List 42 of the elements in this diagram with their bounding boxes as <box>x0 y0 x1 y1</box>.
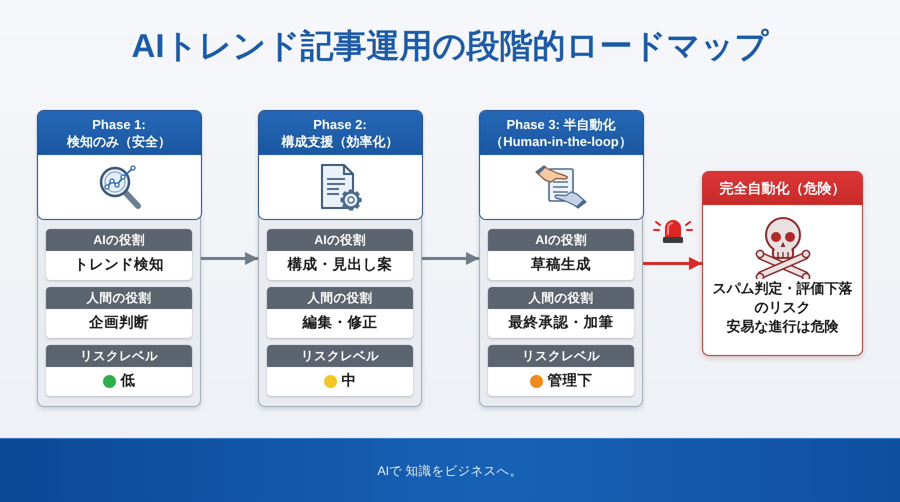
row-value: 中 <box>342 372 356 390</box>
row-value: 低 <box>120 372 136 390</box>
info-box <box>46 344 192 396</box>
row-value: 企画判断 <box>89 314 149 332</box>
phase-title: Phase 2: 構成支援（効率化） <box>258 110 422 154</box>
info-box <box>267 228 413 280</box>
row-value: トレンド検知 <box>74 256 164 274</box>
info-box <box>267 286 413 338</box>
row-heading: リスクレベル <box>488 344 634 366</box>
info-box <box>488 286 634 338</box>
row-value: 編集・修正 <box>302 314 378 332</box>
diagram-title: AIトレンド記事運用の段階的ロードマップ <box>132 26 768 66</box>
warning-title: 完全自動化（危険） <box>703 172 862 205</box>
row-value: 草稿生成 <box>531 256 591 274</box>
row-heading: リスクレベル <box>46 344 192 366</box>
info-box <box>267 344 413 396</box>
arrow <box>422 252 479 265</box>
info-box <box>488 344 634 396</box>
warning-text: 安易な進行は危険 <box>726 317 838 336</box>
info-box <box>46 228 192 280</box>
arrow <box>643 257 702 270</box>
info-box <box>488 228 634 280</box>
warning-text: スパム判定・評価下落のリスク <box>712 279 854 317</box>
row-value: 管理下 <box>548 372 592 390</box>
phase-card <box>479 110 643 407</box>
row-heading: AIの役割 <box>267 228 413 250</box>
phase-card <box>37 110 201 407</box>
phase-title: Phase 1: 検知のみ（安全） <box>38 110 200 154</box>
row-value: 最終承認・加筆 <box>508 314 614 332</box>
row-heading: AIの役割 <box>46 228 192 250</box>
row-heading: AIの役割 <box>488 228 634 250</box>
row-heading: 人間の役割 <box>267 286 413 308</box>
row-heading: 人間の役割 <box>46 286 192 308</box>
warning-box <box>702 171 863 356</box>
phase-card <box>258 110 422 407</box>
row-heading: リスクレベル <box>267 344 413 366</box>
phase-title: Phase 3: 半自動化（Human-in-the-loop） <box>480 110 642 154</box>
info-box <box>46 286 192 338</box>
tagline-text: AIで 知識をビジネスへ。 <box>377 463 523 479</box>
row-value: 構成・見出し案 <box>288 256 392 274</box>
row-heading: 人間の役割 <box>488 286 634 308</box>
arrow <box>201 252 258 265</box>
